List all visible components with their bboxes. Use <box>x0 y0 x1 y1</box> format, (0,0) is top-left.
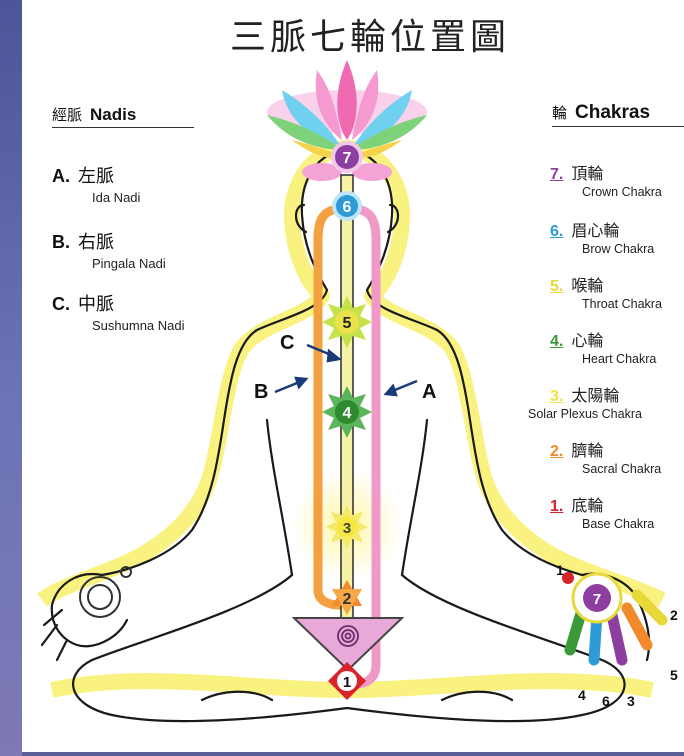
chakra-en: Base Chakra <box>582 517 684 531</box>
chakra-en: Throat Chakra <box>582 297 684 311</box>
chakras-heading-cn: 輪 <box>552 104 567 122</box>
chakra-num: 2. <box>550 443 563 460</box>
chakra-6-node: 6 <box>332 191 362 221</box>
nadis-heading-cn: 經脈 <box>52 106 82 124</box>
chakra-item-2: 2. 臍輪 Sacral Chakra <box>550 437 684 476</box>
chakra-item-6: 6. 眉心輪 Brow Chakra <box>550 217 684 256</box>
diagram-sheet: 7 1 2 4 6 3 5 <box>22 0 684 752</box>
chakra-num: 3. <box>550 388 563 405</box>
nadi-cn: 左脈 <box>78 166 114 187</box>
nadi-cn: 中脈 <box>78 294 114 315</box>
channel-label-b: B <box>254 381 268 403</box>
chakra-num: 1. <box>550 498 563 515</box>
hand-num-2: 2 <box>670 607 678 623</box>
chakras-heading: 輪 Chakras <box>552 102 684 127</box>
nadi-item-a: A. 左脈 Ida Nadi <box>52 162 140 205</box>
hand-num-4: 4 <box>578 687 586 703</box>
svg-text:6: 6 <box>343 199 352 216</box>
channel-label-a: A <box>422 381 436 403</box>
diagram-title: 三脈七輪位置圖 <box>230 8 530 60</box>
chakra-item-5: 5. 喉輪 Throat Chakra <box>550 272 684 311</box>
hand-num-1: 1 <box>556 562 564 578</box>
hand-dot-1 <box>562 572 574 584</box>
nadi-item-c: C. 中脈 Sushumna Nadi <box>52 290 185 333</box>
hand-num-6: 6 <box>602 693 610 709</box>
chakra-cn: 心輪 <box>571 331 603 350</box>
chakra-cn: 太陽輪 <box>571 386 619 405</box>
svg-text:1: 1 <box>343 674 351 691</box>
nadis-heading-en: Nadis <box>90 105 136 124</box>
chakra-4-node: 4 <box>322 386 372 438</box>
chakra-cn: 臍輪 <box>571 441 603 460</box>
hand-num-3: 3 <box>627 693 635 709</box>
chakra-item-7: 7. 頂輪 Crown Chakra <box>550 160 684 199</box>
chakra-cn: 喉輪 <box>571 276 603 295</box>
chakra-2-node: 2 <box>332 580 362 615</box>
chakra-num: 7. <box>550 166 563 183</box>
svg-text:5: 5 <box>343 315 352 332</box>
nadi-en: Sushumna Nadi <box>92 318 185 333</box>
chakra-5-node: 5 <box>322 296 372 348</box>
chakra-en: Solar Plexus Chakra <box>528 407 684 421</box>
frame-border <box>0 0 22 756</box>
chakra-en: Brow Chakra <box>582 242 684 256</box>
palm-chakra-7-label: 7 <box>593 591 601 608</box>
chakra-en: Sacral Chakra <box>582 462 684 476</box>
chakra-en: Crown Chakra <box>582 185 684 199</box>
chakra-item-1: 1. 底輪 Base Chakra <box>550 492 684 531</box>
hand-num-5: 5 <box>670 667 678 683</box>
chakra-7-node: 7 <box>331 141 363 173</box>
nadi-letter: C. <box>52 294 70 314</box>
svg-text:4: 4 <box>343 405 352 422</box>
nadi-letter: A. <box>52 166 70 186</box>
svg-text:7: 7 <box>343 150 352 167</box>
nadi-en: Ida Nadi <box>92 190 140 205</box>
nadis-heading: 經脈 Nadis <box>52 104 194 128</box>
chakra-item-3: 3.太陽輪 Solar Plexus Chakra <box>550 382 684 421</box>
chakra-item-4: 4. 心輪 Heart Chakra <box>550 327 684 366</box>
svg-text:2: 2 <box>343 591 352 608</box>
nadi-item-b: B. 右脈 Pingala Nadi <box>52 228 166 271</box>
chakras-heading-en: Chakras <box>575 102 650 123</box>
chakra-num: 4. <box>550 333 563 350</box>
chakra-en: Heart Chakra <box>582 352 684 366</box>
chakra-cn: 眉心輪 <box>571 221 619 240</box>
chakra-num: 5. <box>550 278 563 295</box>
nadi-cn: 右脈 <box>78 232 114 253</box>
chakra-cn: 底輪 <box>571 496 603 515</box>
svg-text:3: 3 <box>343 520 351 537</box>
nadi-en: Pingala Nadi <box>92 256 166 271</box>
nadi-letter: B. <box>52 232 70 252</box>
chakra-cn: 頂輪 <box>571 164 603 183</box>
channel-label-c: C <box>280 332 294 354</box>
chakra-num: 6. <box>550 223 563 240</box>
